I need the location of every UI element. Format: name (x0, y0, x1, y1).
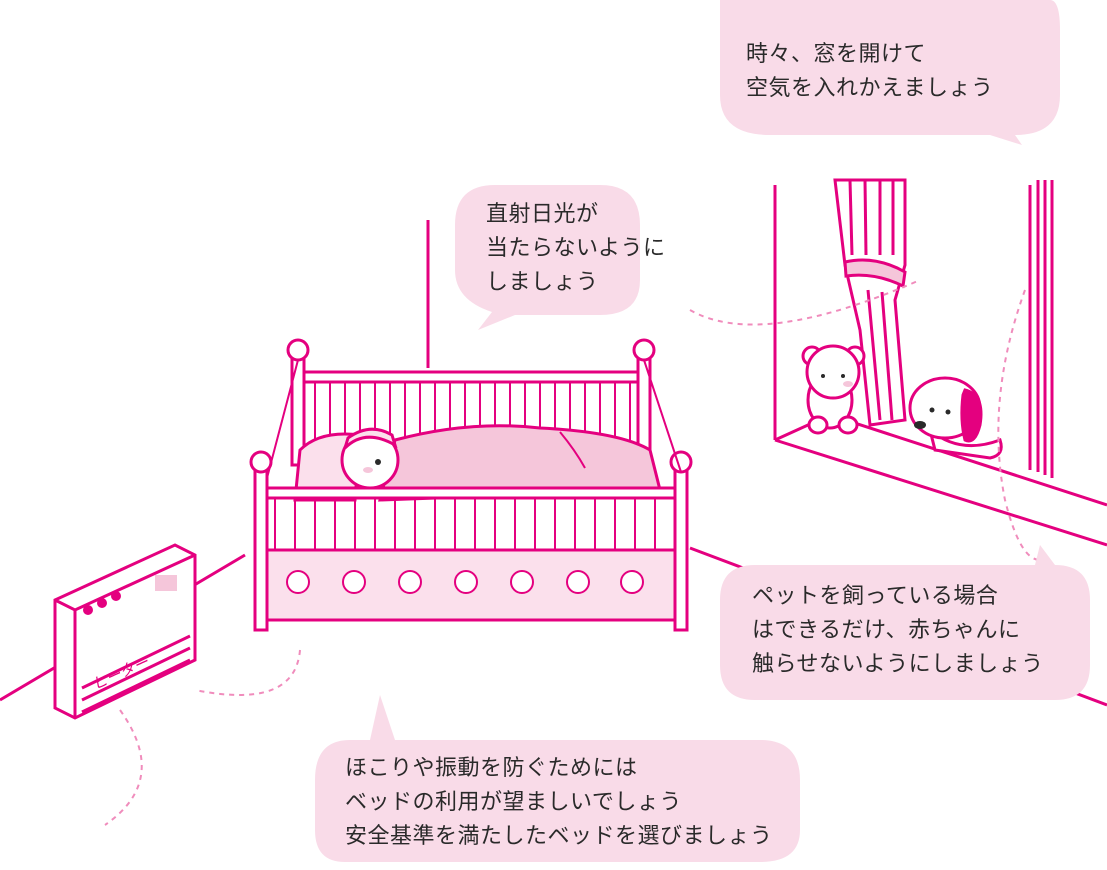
bubble-line: 空気を入れかえましょう (746, 76, 994, 101)
bubble-pets-text: ペットを飼っている場合 はできるだけ、赤ちゃんに 触らせないようにしましょう (752, 580, 1044, 682)
bubble-line: 触らせないようにしましょう (752, 652, 1044, 677)
bubble-line: ほこりや振動を防ぐためには (345, 756, 638, 781)
bubble-sunlight (455, 185, 640, 330)
puppy-icon (908, 376, 1003, 460)
bubble-sunlight-text: 直射日光が 当たらないように しましょう (486, 198, 666, 300)
bubble-window-text: 時々、窓を開けて 空気を入れかえましょう (746, 38, 994, 106)
leader-lines (104, 279, 1041, 826)
bubble-pets (720, 545, 1090, 700)
teddy-bear-icon (801, 344, 866, 435)
bubble-bed (315, 695, 800, 862)
bubble-line: 直射日光が (486, 202, 599, 227)
bubbles (315, 0, 1090, 862)
bear-face-icon (286, 570, 644, 594)
bubble-line: しましょう (486, 270, 599, 295)
bubble-line: 安全基準を満たしたベッドを選びましょう (345, 824, 773, 849)
bubble-line: ベッドの利用が望ましいでしょう (345, 790, 682, 815)
bubble-bed-text: ほこりや振動を防ぐためには ベッドの利用が望ましいでしょう 安全基準を満たしたベ… (345, 752, 773, 854)
heater-icon (53, 543, 197, 720)
bubble-line: ペットを飼っている場合 (752, 584, 999, 609)
bubble-line: 当たらないように (486, 236, 666, 261)
baby-icon (340, 427, 400, 490)
bubble-window (720, 0, 1060, 145)
bubble-line: はできるだけ、赤ちゃんに (752, 618, 1021, 643)
curtain-icon (833, 178, 907, 427)
bubble-line: 時々、窓を開けて (746, 42, 927, 67)
